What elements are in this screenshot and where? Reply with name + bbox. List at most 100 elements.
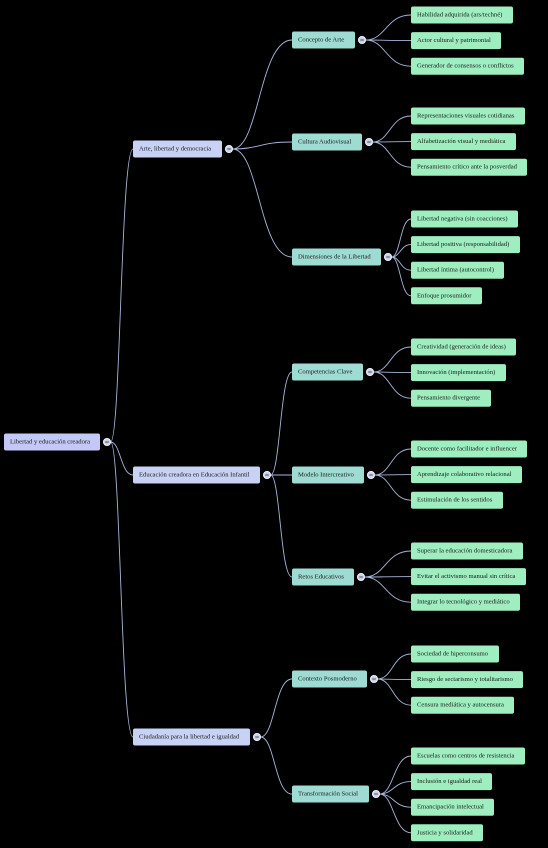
node-label: Competencias Clave [298,369,352,376]
connector-line [379,755,412,795]
connector-line [110,148,134,443]
node-box [411,158,527,176]
connector-line [372,115,412,143]
leaf-node-aprendizaje-colaborativo-relacional[interactable]: Aprendizaje colaborativo relacional [411,466,522,484]
collapse-toggle-icon[interactable] [262,470,271,479]
connector-line [232,141,293,150]
branch-node-dimensiones-de-la-libertad[interactable]: Dimensiones de la Libertad [292,248,381,266]
connector-line [374,474,412,501]
collapse-toggle-icon[interactable] [224,144,233,153]
collapse-toggle-icon[interactable] [369,675,378,684]
collapse-toggle-icon[interactable] [364,137,373,146]
branch-node-concepto-de-arte[interactable]: Concepto de Arte [292,31,355,49]
leaf-node-escuelas-como-centros-de-resistencia[interactable]: Escuelas como centros de resistencia [411,747,525,765]
connector-line [364,576,412,603]
leaf-node-justicia-y-solidaridad[interactable]: Justicia y solidaridad [411,824,483,842]
node-label: Creatividad (generación de ideas) [417,344,506,351]
collapse-toggle-icon[interactable] [252,733,261,742]
node-box [411,593,520,611]
node-label: Arte, libertad y democracia [139,146,211,153]
node-box [411,696,514,714]
leaf-node-estimulacion-de-los-sentidos[interactable]: Estimulación de los sentidos [411,491,503,509]
leaf-node-libertad-positiva-responsabilidad[interactable]: Libertad positiva (responsabilidad) [411,236,520,254]
leaf-node-inclusion-e-igualdad-real[interactable]: Inclusión e igualdad real [411,773,492,791]
connector-line [373,346,412,373]
node-box [292,248,381,266]
leaf-node-pensamiento-divergente[interactable]: Pensamiento divergente [411,389,491,407]
branch-node-retos-educativos[interactable]: Retos Educativos [292,568,354,586]
node-label: Actor cultural y patrimonial [417,37,491,44]
collapse-toggle-icon[interactable] [103,437,112,446]
node-label: Sociedad de hiperconsumo [417,651,489,658]
node-box [292,785,369,803]
connector-line [110,441,134,476]
leaf-node-actor-cultural-y-patrimonial[interactable]: Actor cultural y patrimonial [411,32,501,50]
collapse-toggle-icon[interactable] [383,252,392,261]
leaf-node-evitar-el-activismo-manual-sin-critica[interactable]: Evitar el activismo manual sin crítica [411,568,526,586]
leaf-node-representaciones-visuales-cotidianas[interactable]: Representaciones visuales cotidianas [411,107,525,125]
leaf-node-emancipacion-intelectual[interactable]: Emancipación intelectual [411,798,494,816]
node-label: Retos Educativos [298,574,344,581]
branch-node-educacion-creadora-en-educacion-infantil[interactable]: Educación creadora en Educación Infantil [133,466,260,484]
connector-line [391,218,412,258]
branch-node-cultura-audiovisual[interactable]: Cultura Audiovisual [292,133,362,151]
branch-node-transformacion-social[interactable]: Transformación Social [292,785,369,803]
node-box [411,364,506,382]
node-box [411,287,482,305]
collapse-toggle-icon[interactable] [356,573,365,582]
node-box [292,363,363,381]
nodes-layer: Libertad y educación creadora Arte, liber… [4,6,527,842]
node-label: Transformación Social [298,791,358,798]
collapse-toggle-icon[interactable] [371,790,380,799]
node-box [411,210,518,228]
leaf-node-enfoque-prosumidor[interactable]: Enfoque prosumidor [411,287,482,305]
node-label: Integrar lo tecnológico y mediático [417,599,510,606]
node-label: Libertad positiva (responsabilidad) [417,241,509,248]
node-label: Habilidad adquirida (ars/techné) [417,12,502,19]
node-box [411,568,526,586]
leaf-node-integrar-lo-tecnologico-y-mediatico[interactable]: Integrar lo tecnológico y mediático [411,593,520,611]
node-label: Concepto de Arte [298,37,344,44]
node-label: Pensamiento crítico ante la posverdad [417,164,518,171]
connector-line [270,371,293,476]
collapse-toggle-icon[interactable] [357,36,366,45]
leaf-node-alfabetizacion-visual-y-mediatica[interactable]: Alfabetización visual y mediática [411,133,516,151]
node-label: Enfoque prosumidor [417,292,472,299]
node-box [411,440,527,458]
node-label: Generador de consensos o conflictos [417,63,514,70]
connector-line [110,441,134,738]
leaf-node-habilidad-adquirida-ars-techne[interactable]: Habilidad adquirida (ars/techné) [411,6,513,24]
node-box [133,466,260,484]
collapse-toggle-icon[interactable] [366,470,375,479]
leaf-node-censura-mediatica-y-autocensura[interactable]: Censura mediática y autocensura [411,696,514,714]
leaf-node-superar-la-educacion-domesticadora[interactable]: Superar la educación domesticadora [411,542,523,560]
leaf-node-riesgo-de-sectarismo-y-totalitarismo[interactable]: Riesgo de sectarismo y totalitarismo [411,671,523,689]
branch-node-competencias-clave[interactable]: Competencias Clave [292,363,363,381]
branch-node-arte-libertad-y-democracia[interactable]: Arte, libertad y democracia [133,140,222,158]
leaf-node-docente-como-facilitador-e-influencer[interactable]: Docente como facilitador e influencer [411,440,527,458]
branch-node-contexto-posmoderno[interactable]: Contexto Posmoderno [292,670,367,688]
leaf-node-innovacion-implementacion[interactable]: Innovación (implementación) [411,364,506,382]
node-label: Emancipación intelectual [417,804,484,811]
branch-node-modelo-intercreativo[interactable]: Modelo Intercreativo [292,466,364,484]
leaf-node-libertad-intima-autocontrol[interactable]: Libertad íntima (autocontrol) [411,261,504,279]
leaf-node-generador-de-consensos-o-conflictos[interactable]: Generador de consensos o conflictos [411,57,524,75]
node-box [133,728,250,746]
collapse-toggle-icon[interactable] [365,367,374,376]
leaf-node-libertad-negativa-sin-coacciones[interactable]: Libertad negativa (sin coacciones) [411,210,518,228]
node-label: Evitar el activismo manual sin crítica [417,573,515,580]
leaf-node-sociedad-de-hiperconsumo[interactable]: Sociedad de hiperconsumo [411,645,499,663]
connector-line [232,148,293,258]
node-box [411,773,492,791]
node-label: Modelo Intercreativo [298,472,355,479]
branch-node-ciudadania-para-la-libertad-e-igualdad[interactable]: Ciudadanía para la libertad e igualdad [133,728,250,746]
node-box [411,466,522,484]
leaf-node-pensamiento-critico-ante-la-posverdad[interactable]: Pensamiento crítico ante la posverdad [411,158,527,176]
root-node-libertad-y-educacion-creadora[interactable]: Libertad y educación creadora [4,433,100,451]
node-label: Cultura Audiovisual [298,139,351,146]
leaf-node-creatividad-generacion-de-ideas[interactable]: Creatividad (generación de ideas) [411,338,516,356]
node-label: Docente como facilitador e influencer [417,446,518,453]
node-box [411,671,523,689]
node-label: Educación creadora en Educación Infantil [139,472,250,479]
